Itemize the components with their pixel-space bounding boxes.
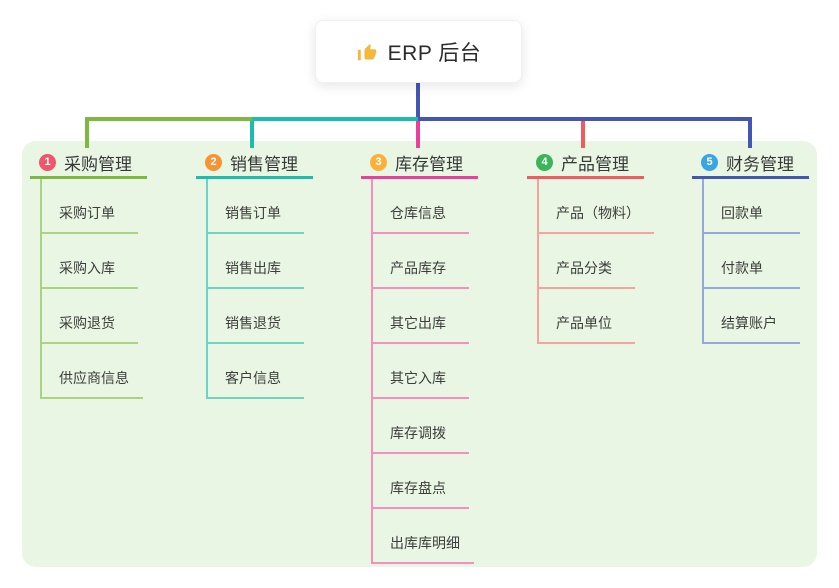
branch-product: 4 产品管理 产品（物料） 产品分类 产品单位 (527, 148, 693, 344)
branch-product-underline (527, 176, 644, 179)
node-label: 仓库信息 (390, 205, 446, 221)
branch-purchase-title: 采购管理 (64, 154, 132, 174)
node-customer-info[interactable]: 客户信息 (208, 344, 304, 399)
node-stock-transfer[interactable]: 库存调拨 (373, 399, 469, 454)
branch-inventory-node[interactable]: 3 库存管理 (361, 148, 527, 176)
node-label: 采购退货 (59, 315, 115, 331)
node-label: 供应商信息 (59, 370, 129, 386)
node-settlement-account[interactable]: 结算账户 (704, 289, 800, 344)
node-label: 销售订单 (225, 205, 281, 221)
badge-3: 3 (370, 153, 387, 171)
branch-sales-children: 销售订单 销售出库 销售退货 客户信息 (206, 179, 304, 399)
branch-5-drop-line (748, 117, 752, 148)
branch-sales-underline (196, 176, 313, 179)
node-other-outbound[interactable]: 其它出库 (373, 289, 469, 344)
branch-inventory-title: 库存管理 (395, 154, 463, 174)
branch-4-drop-line (581, 121, 585, 148)
branch-inventory-underline (361, 176, 478, 179)
branch-2-drop-line (250, 121, 254, 148)
branch-product-title: 产品管理 (561, 154, 629, 174)
branch-purchase-children: 采购订单 采购入库 采购退货 供应商信息 (40, 179, 143, 399)
node-label: 其它入库 (390, 370, 446, 386)
branch-finance-title: 财务管理 (726, 154, 794, 174)
node-product-unit[interactable]: 产品单位 (539, 289, 635, 344)
node-purchase-inbound[interactable]: 采购入库 (42, 234, 138, 289)
node-stock-count[interactable]: 库存盘点 (373, 454, 469, 509)
node-label: 库存调拨 (390, 425, 446, 441)
branch-purchase-node[interactable]: 1 采购管理 (30, 148, 196, 176)
node-product-stock[interactable]: 产品库存 (373, 234, 469, 289)
branches-panel (22, 141, 817, 567)
branch-finance-children: 回款单 付款单 结算账户 (702, 179, 800, 344)
node-other-inbound[interactable]: 其它入库 (373, 344, 469, 399)
node-label: 销售退货 (225, 315, 281, 331)
branch-finance-underline (692, 176, 809, 179)
node-product-category[interactable]: 产品分类 (539, 234, 635, 289)
node-label: 出库库明细 (390, 535, 460, 551)
node-sales-outbound[interactable]: 销售出库 (208, 234, 304, 289)
badge-1: 1 (39, 153, 56, 171)
node-outbound-detail[interactable]: 出库库明细 (373, 509, 474, 564)
branch-purchase-underline (30, 176, 147, 179)
badge-2: 2 (205, 153, 222, 171)
node-receipt-form[interactable]: 回款单 (704, 179, 800, 234)
badge-5: 5 (701, 153, 718, 171)
node-label: 产品分类 (556, 260, 612, 276)
badge-4: 4 (536, 153, 553, 171)
node-label: 库存盘点 (390, 480, 446, 496)
branch-purchase: 1 采购管理 采购订单 采购入库 采购退货 供应商信息 (30, 148, 196, 399)
node-label: 产品单位 (556, 315, 612, 331)
node-label: 产品库存 (390, 260, 446, 276)
connector-horizontal-left (85, 117, 252, 121)
connector-horizontal-right (418, 117, 752, 121)
node-label: 采购订单 (59, 205, 115, 221)
node-supplier-info[interactable]: 供应商信息 (42, 344, 143, 399)
node-label: 回款单 (721, 205, 763, 221)
branch-sales: 2 销售管理 销售订单 销售出库 销售退货 客户信息 (196, 148, 362, 399)
node-payment-form[interactable]: 付款单 (704, 234, 800, 289)
branch-finance: 5 财务管理 回款单 付款单 结算账户 (692, 148, 839, 344)
branch-3-drop-line (416, 121, 420, 148)
root-drop-line (416, 83, 420, 117)
node-label: 产品（物料） (556, 205, 640, 221)
node-label: 销售出库 (225, 260, 281, 276)
branch-sales-title: 销售管理 (230, 154, 298, 174)
connector-horizontal-mid (252, 117, 418, 121)
node-product-material[interactable]: 产品（物料） (539, 179, 654, 234)
branch-product-node[interactable]: 4 产品管理 (527, 148, 693, 176)
branch-inventory-children: 仓库信息 产品库存 其它出库 其它入库 库存调拨 库存盘点 出库库明细 (371, 179, 474, 564)
root-node-title: ERP 后台 (387, 41, 482, 65)
branch-1-drop-line (85, 117, 89, 148)
branch-finance-node[interactable]: 5 财务管理 (692, 148, 839, 176)
root-node-erp[interactable]: ERP 后台 (315, 20, 522, 83)
node-label: 付款单 (721, 260, 763, 276)
node-purchase-order[interactable]: 采购订单 (42, 179, 138, 234)
node-label: 客户信息 (225, 370, 281, 386)
branch-sales-node[interactable]: 2 销售管理 (196, 148, 362, 176)
branch-inventory: 3 库存管理 仓库信息 产品库存 其它出库 其它入库 库存调拨 库存盘点 (361, 148, 527, 564)
node-label: 结算账户 (721, 315, 777, 331)
node-sales-return[interactable]: 销售退货 (208, 289, 304, 344)
node-label: 采购入库 (59, 260, 115, 276)
node-sales-order[interactable]: 销售订单 (208, 179, 304, 234)
node-warehouse-info[interactable]: 仓库信息 (373, 179, 469, 234)
thumbs-up-icon (356, 41, 378, 63)
branch-product-children: 产品（物料） 产品分类 产品单位 (537, 179, 654, 344)
node-label: 其它出库 (390, 315, 446, 331)
node-purchase-return[interactable]: 采购退货 (42, 289, 138, 344)
